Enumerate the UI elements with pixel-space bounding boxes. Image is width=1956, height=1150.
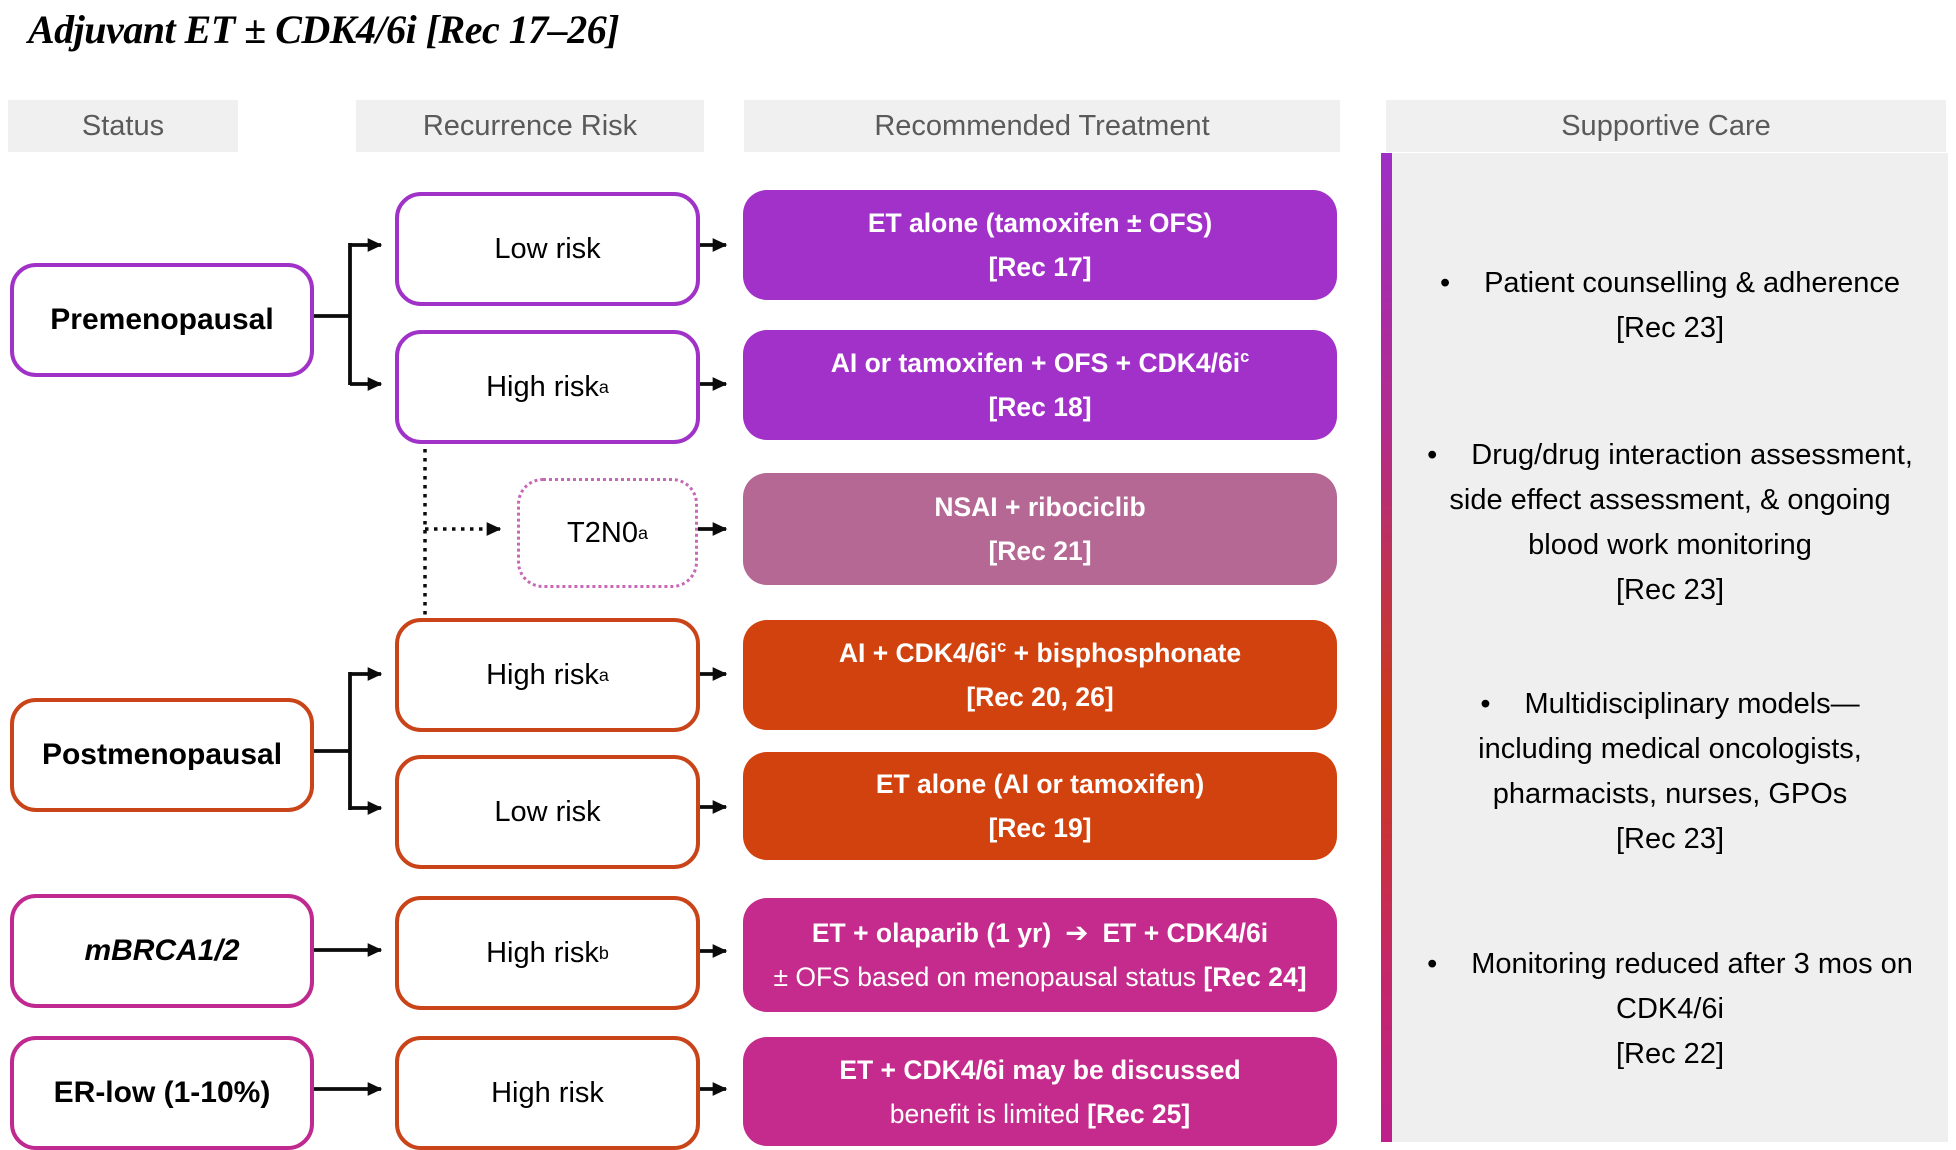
treatment-text-segment: [Rec 18] [988,392,1092,422]
status-box-mbrca1-2: mBRCA1/2 [10,894,314,1008]
treatment-text-segment: c [1240,348,1250,367]
treatment-line: [Rec 21] [988,529,1091,573]
status-box-er-low: ER-low (1-10%) [10,1036,314,1150]
treatment-line: [Rec 18] [988,385,1091,429]
treatment-line: [Rec 20, 26] [966,675,1113,719]
treatment-line: ET alone (AI or tamoxifen) [876,762,1204,806]
treatment-text-segment: ET + CDK4/6i [1102,918,1269,948]
supportive-care-panel: •Patient counselling & adherence [Rec 23… [1392,153,1948,1142]
treatment-box-rec17: ET alone (tamoxifen ± OFS) [Rec 17] [743,190,1337,300]
status-label: Postmenopausal [41,738,283,771]
treatment-line: ET alone (tamoxifen ± OFS) [868,201,1212,245]
treatment-line: [Rec 19] [988,806,1091,850]
page-title: Adjuvant ET ± CDK4/6i [Rec 17–26] [28,7,620,52]
bullet-dot: • [1439,267,1451,299]
treatment-text-segment: [Rec 21] [988,536,1092,566]
treatment-box-rec24: ET + olaparib (1 yr) ➔ ET + CDK4/6i ± OFS … [743,898,1337,1012]
treatment-text-segment: [Rec 17] [988,252,1092,282]
risk-label: High risk [486,658,599,691]
treatment-box-rec19: ET alone (AI or tamoxifen) [Rec 19] [743,752,1337,860]
treatment-text-segment: benefit is limited [889,1098,1088,1129]
bullet-line: CDK4/6i [1616,993,1724,1025]
column-header-supportive-care: Supportive Care [1386,100,1946,152]
treatment-box-rec20-26: AI + CDK4/6ic + bisphosphonate [Rec 20, … [743,620,1337,730]
treatment-text-segment: ET alone (AI or tamoxifen) [875,769,1205,799]
treatment-text-segment: AI or tamoxifen + OFS + CDK4/6i [830,348,1241,378]
bullet-line: •Monitoring reduced after 3 mos on [1392,942,1948,987]
bullet-line: •Multidisciplinary models— [1392,682,1948,727]
right-arrow-glyph: ➔ [1065,916,1089,949]
bullet-line: [Rec 23] [1616,574,1724,606]
treatment-text-segment: + bisphosphonate [1006,638,1242,668]
status-box-postmenopausal: Postmenopausal [10,698,314,812]
bullet-dot: • [1480,688,1491,720]
column-header-recurrence-risk: Recurrence Risk [356,100,704,152]
treatment-text-segment: ET alone (tamoxifen ± OFS) [867,208,1213,238]
treatment-line: benefit is limited [Rec 25] [890,1092,1190,1136]
treatment-line: [Rec 17] [988,245,1091,289]
bullet-line: [Rec 22] [1616,1038,1724,1070]
supportive-bullet-interactions: •Drug/drug interaction assessment, side … [1392,433,1948,613]
treatment-text-segment: c [997,638,1007,657]
risk-box-low-risk-premenopausal: Low risk [395,192,700,306]
supportive-bullet-monitoring: •Monitoring reduced after 3 mos on CDK4/… [1392,942,1948,1077]
risk-label: High risk [486,936,599,969]
color-gradient-bar [1381,153,1392,1142]
treatment-box-rec18: AI or tamoxifen + OFS + CDK4/6ic [Rec 18… [743,330,1337,440]
bullet-dot: • [1427,948,1438,980]
treatment-text-segment: NSAI + ribociclib [934,492,1146,522]
treatment-line: ET + CDK4/6i may be discussed [839,1048,1240,1092]
risk-label: High risk [491,1076,604,1109]
treatment-text-segment: [Rec 24] [1203,962,1307,992]
treatment-text-segment: AI + CDK4/6i [838,638,998,668]
supportive-bullet-counselling: •Patient counselling & adherence [Rec 23… [1392,261,1948,351]
treatment-text-segment: ET + CDK4/6i may be discussed [839,1054,1241,1085]
treatment-line: ET + olaparib (1 yr) ➔ ET + CDK4/6i [812,911,1268,955]
risk-box-low-risk-postmenopausal: Low risk [395,755,700,869]
risk-label: Low risk [494,232,601,265]
risk-box-high-risk-er-low: High risk [395,1036,700,1150]
treatment-text-segment: [Rec 25] [1087,1098,1191,1129]
bullet-line: [Rec 23] [1616,312,1724,344]
treatment-box-rec25: ET + CDK4/6i may be discussed benefit is… [743,1037,1337,1146]
treatment-text-segment: ET + olaparib (1 yr) [811,918,1052,948]
bullet-line: •Patient counselling & adherence [1392,261,1948,306]
bullet-line: [Rec 23] [1616,823,1724,855]
status-box-premenopausal: Premenopausal [10,263,314,377]
treatment-line: AI + CDK4/6ic + bisphosphonate [839,631,1241,675]
risk-label: High risk [486,370,599,403]
risk-label: Low risk [494,795,601,828]
bullet-line: •Drug/drug interaction assessment, [1392,433,1948,478]
status-label: mBRCA1/2 [84,934,240,967]
risk-label: T2N0 [567,516,638,549]
treatment-line: NSAI + ribociclib [934,485,1145,529]
treatment-box-rec21: NSAI + ribociclib [Rec 21] [743,473,1337,585]
column-header-recommended-treatment: Recommended Treatment [744,100,1340,152]
supportive-bullet-multidisciplinary: •Multidisciplinary models— including med… [1392,682,1948,862]
bullet-line: side effect assessment, & ongoing [1449,484,1891,516]
bullet-line: pharmacists, nurses, GPOs [1492,778,1848,810]
treatment-text-segment: ± OFS based on menopausal status [773,962,1204,992]
bullet-dot: • [1427,439,1438,471]
column-header-status: Status [8,100,238,152]
bullet-line: blood work monitoring [1528,529,1812,561]
status-label: ER-low (1-10%) [53,1076,271,1109]
treatment-text-segment: [Rec 20, 26] [966,682,1114,712]
status-label: Premenopausal [50,303,274,336]
bullet-line: including medical oncologists, [1478,733,1862,765]
treatment-text-segment: [Rec 19] [988,813,1092,843]
treatment-line: ± OFS based on menopausal status [Rec 24… [773,955,1306,999]
treatment-line: AI or tamoxifen + OFS + CDK4/6ic [831,341,1250,385]
